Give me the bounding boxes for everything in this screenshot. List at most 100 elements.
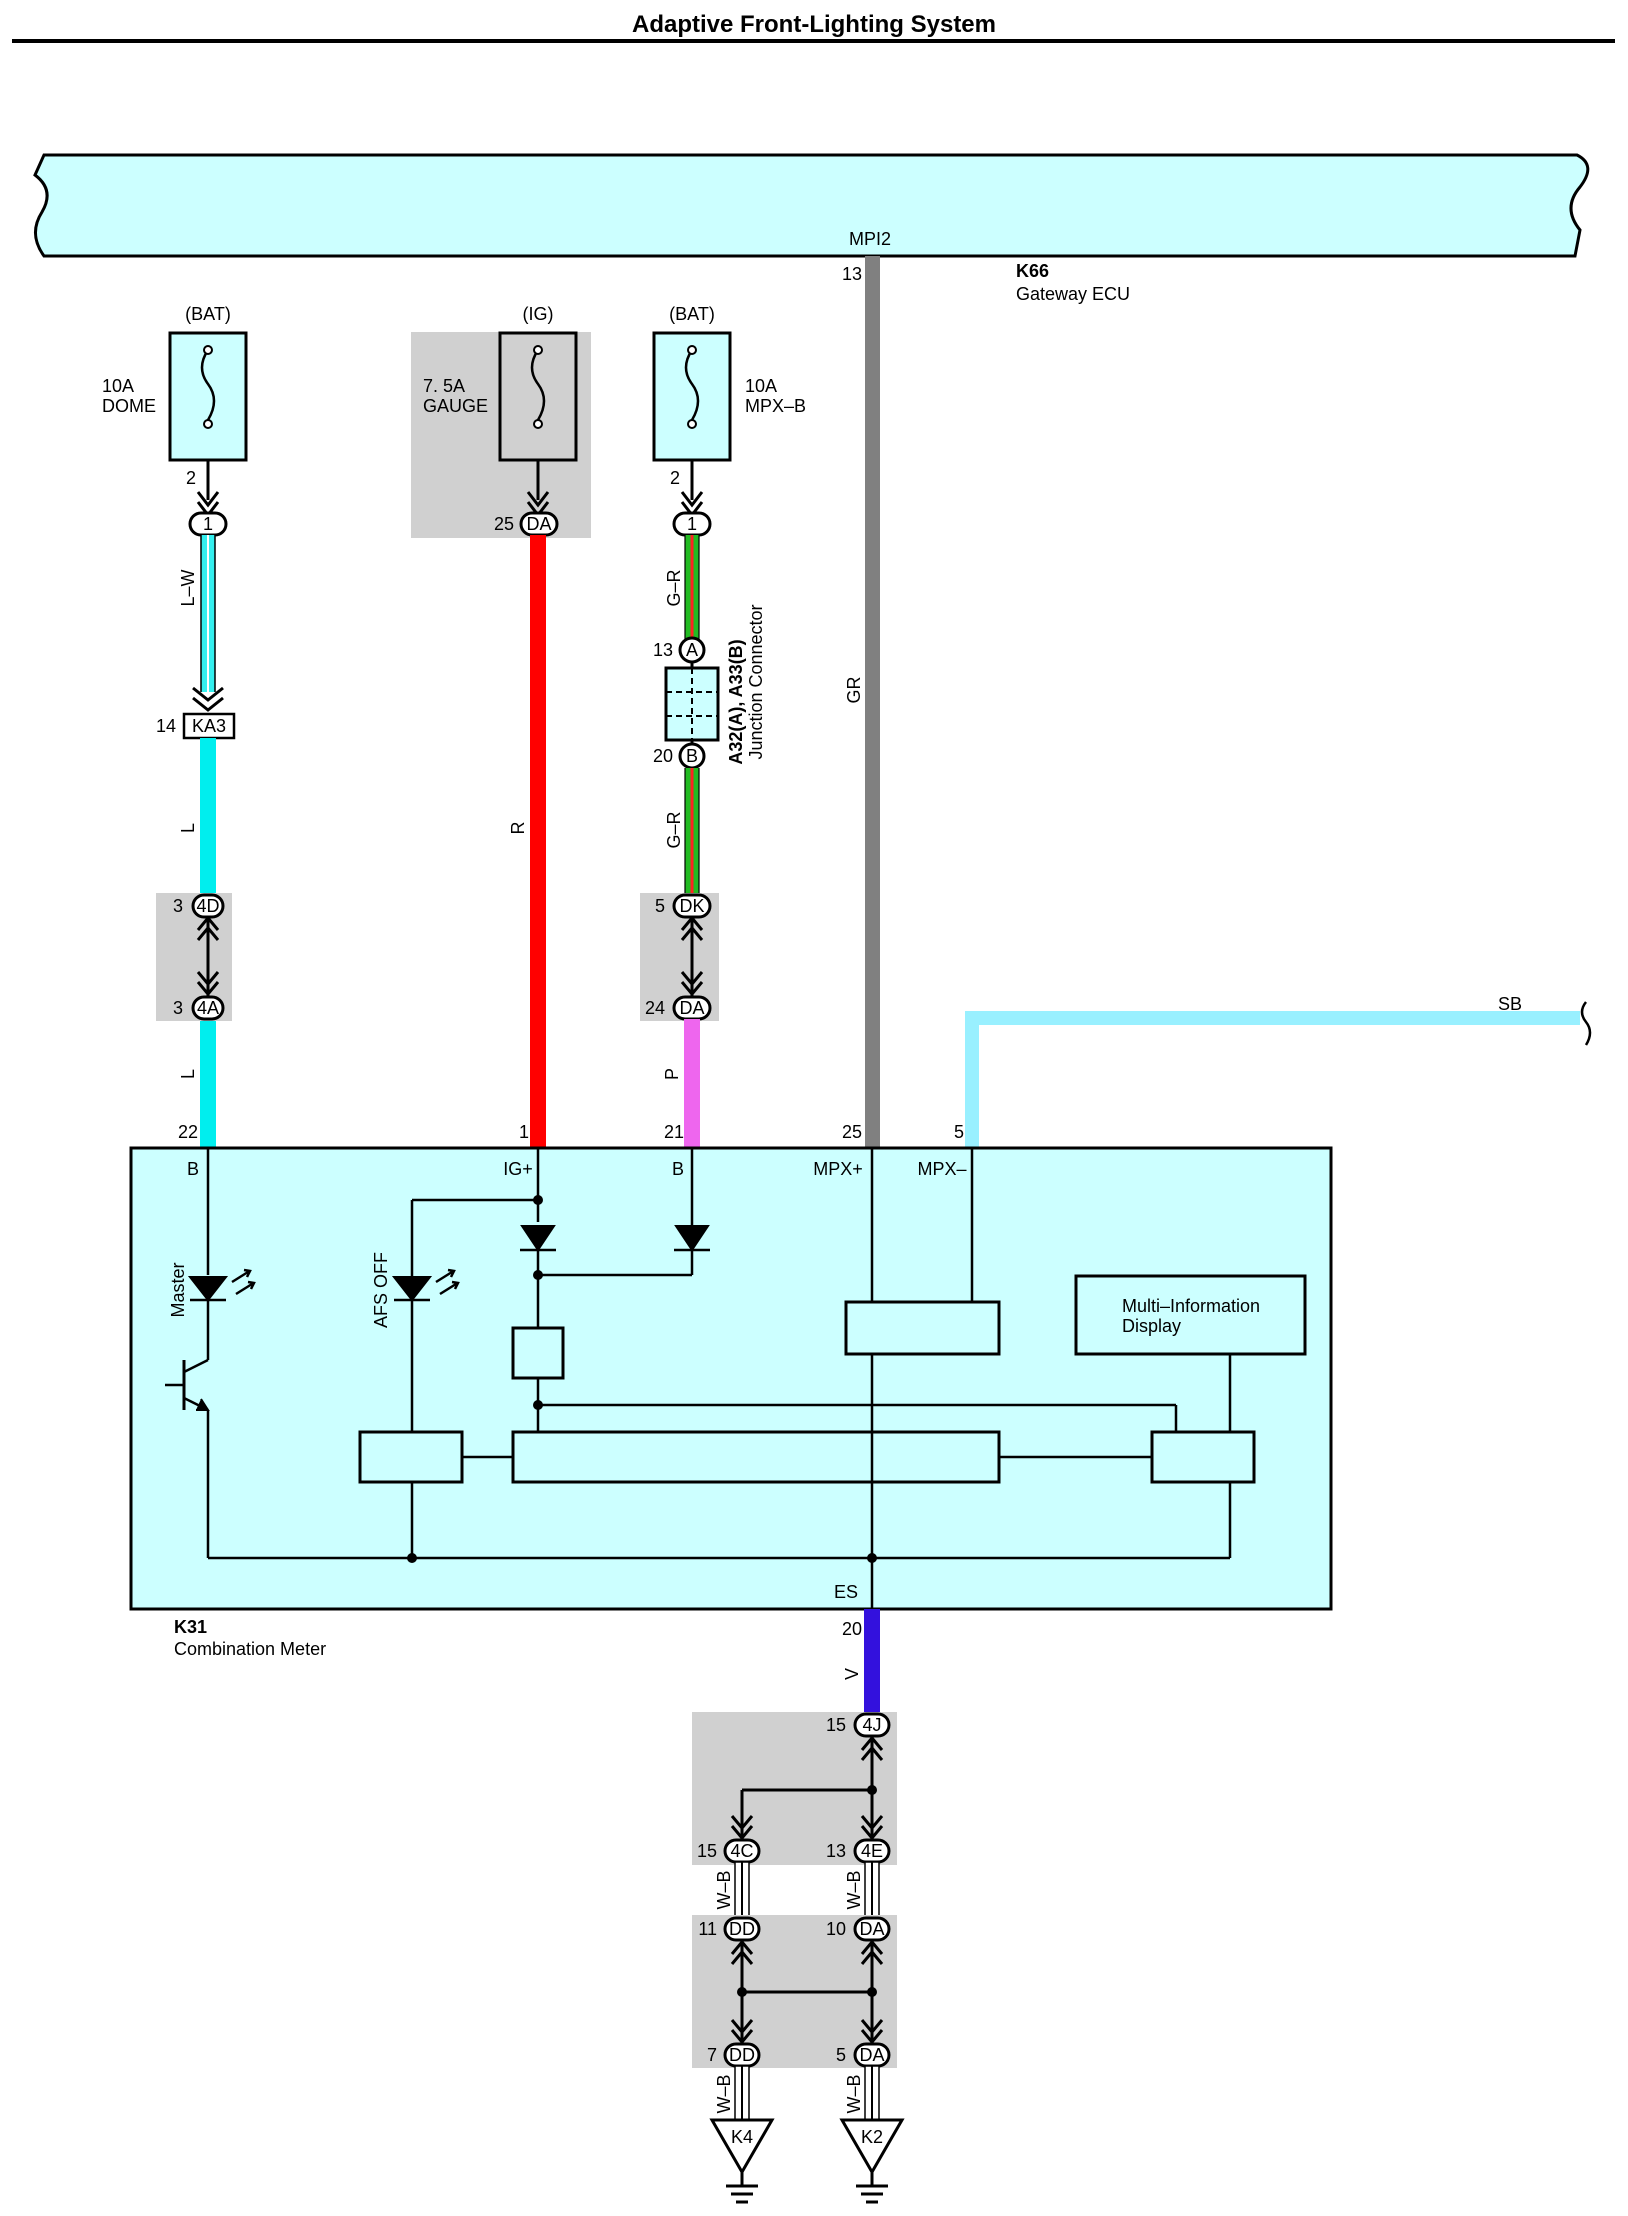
svg-text:4E: 4E [861, 1841, 883, 1861]
svg-text:A: A [686, 640, 698, 660]
wire-sb [965, 1011, 1580, 1148]
fuse-gauge-name: GAUGE [423, 396, 488, 416]
svg-text:G–R: G–R [664, 811, 684, 848]
pin-5: 5 [954, 1122, 964, 1142]
page-title: Adaptive Front-Lighting System [632, 11, 996, 38]
ground-k4-label: K4 [731, 2127, 753, 2147]
svg-text:4D: 4D [196, 896, 219, 916]
svg-text:DA: DA [526, 514, 551, 534]
pin-20: 20 [842, 1619, 862, 1639]
connector-4a [191, 995, 225, 1021]
svg-text:15: 15 [826, 1715, 846, 1735]
pin-1: 1 [519, 1122, 529, 1142]
wire-p [684, 1019, 700, 1148]
svg-text:B: B [686, 746, 698, 766]
pin-22: 22 [178, 1122, 198, 1142]
wire-gr-mpx-plus [865, 256, 880, 1148]
fuse-gauge-rating: 7. 5A [423, 376, 465, 396]
svg-text:3: 3 [173, 998, 183, 1018]
wire-label-gr: GR [844, 676, 864, 703]
fuse-mpx-rating: 10A [745, 376, 777, 396]
svg-text:13: 13 [826, 1841, 846, 1861]
svg-text:4C: 4C [730, 1841, 753, 1861]
svg-text:G–R: G–R [664, 569, 684, 606]
svg-text:1: 1 [687, 514, 697, 534]
svg-text:Display: Display [1122, 1316, 1181, 1336]
svg-text:DA: DA [859, 2045, 884, 2065]
svg-text:4A: 4A [197, 998, 219, 1018]
mpi2-bus [33, 153, 1590, 258]
pin-21: 21 [664, 1122, 684, 1142]
fuse-dome-rating: 10A [102, 376, 134, 396]
svg-text:Multi–Information: Multi–Information [1122, 1296, 1260, 1316]
svg-text:IG+: IG+ [503, 1159, 533, 1179]
bus-pin: 13 [842, 264, 862, 284]
svg-text:W–B: W–B [844, 2074, 864, 2113]
svg-text:DD: DD [729, 1919, 755, 1939]
pin-25: 25 [842, 1122, 862, 1142]
svg-text:2: 2 [670, 468, 680, 488]
svg-text:24: 24 [645, 998, 665, 1018]
svg-text:W–B: W–B [714, 1870, 734, 1909]
svg-text:15: 15 [697, 1841, 717, 1861]
svg-text:R: R [508, 822, 528, 835]
svg-text:DK: DK [679, 896, 704, 916]
svg-text:V: V [842, 1668, 862, 1680]
svg-text:11: 11 [698, 1919, 717, 1939]
gateway-name: Gateway ECU [1016, 284, 1130, 304]
multi-information-display [1074, 1274, 1307, 1356]
wire-wb-middle [734, 1861, 880, 1919]
svg-text:B: B [672, 1159, 684, 1179]
fuse-mpx-name: MPX–B [745, 396, 806, 416]
fuse-dome-source: (BAT) [185, 304, 231, 324]
svg-text:10: 10 [826, 1919, 846, 1939]
svg-text:DA: DA [679, 998, 704, 1018]
svg-text:20: 20 [653, 746, 673, 766]
junction-connector-name: Junction Connector [746, 604, 766, 759]
fuse-dome-name: DOME [102, 396, 156, 416]
svg-text:25: 25 [494, 514, 514, 534]
svg-text:SB: SB [1498, 994, 1522, 1014]
svg-text:14: 14 [156, 716, 176, 736]
wire-v [864, 1609, 880, 1712]
svg-text:4J: 4J [862, 1715, 881, 1735]
afs-off-indicator-label: AFS OFF [371, 1252, 391, 1328]
svg-text:L: L [178, 1069, 198, 1079]
svg-text:5: 5 [655, 896, 665, 916]
svg-text:DA: DA [859, 1919, 884, 1939]
svg-text:B: B [187, 1159, 199, 1179]
svg-text:3: 3 [173, 896, 183, 916]
gateway-code: K66 [1016, 261, 1049, 281]
wire-label-lw: L–W [178, 569, 198, 606]
fuse-dome-pin: 2 [186, 468, 196, 488]
wire-r [530, 535, 546, 1148]
meter-code: K31 [174, 1617, 207, 1637]
svg-text:W–B: W–B [714, 2074, 734, 2113]
combination-meter [129, 1146, 1333, 1611]
ground-k2 [839, 2118, 905, 2204]
svg-text:W–B: W–B [844, 1870, 864, 1909]
pin-es-name: ES [834, 1582, 858, 1602]
svg-text:P: P [662, 1068, 682, 1080]
connector-ka3 [182, 712, 236, 740]
svg-text:1: 1 [203, 514, 213, 534]
master-indicator-label: Master [168, 1262, 188, 1317]
svg-text:KA3: KA3 [192, 716, 226, 736]
meter-internal-circuit [165, 1148, 1307, 1609]
fuse-dome-element [200, 349, 216, 421]
fuse-mpx-source: (BAT) [669, 304, 715, 324]
svg-text:MPX–: MPX– [917, 1159, 966, 1179]
ground-k2-label: K2 [861, 2127, 883, 2147]
svg-text:DD: DD [729, 2045, 755, 2065]
ground-k4 [709, 2118, 775, 2204]
svg-text:7: 7 [707, 2045, 717, 2065]
svg-text:MPX+: MPX+ [813, 1159, 863, 1179]
fuse-gauge-source: (IG) [523, 304, 554, 324]
svg-text:L: L [178, 823, 198, 833]
svg-text:5: 5 [836, 2045, 846, 2065]
meter-name: Combination Meter [174, 1639, 326, 1659]
junction-connector-code: A32(A), A33(B) [726, 639, 746, 764]
svg-text:13: 13 [653, 640, 673, 660]
bus-label: MPI2 [849, 229, 891, 249]
